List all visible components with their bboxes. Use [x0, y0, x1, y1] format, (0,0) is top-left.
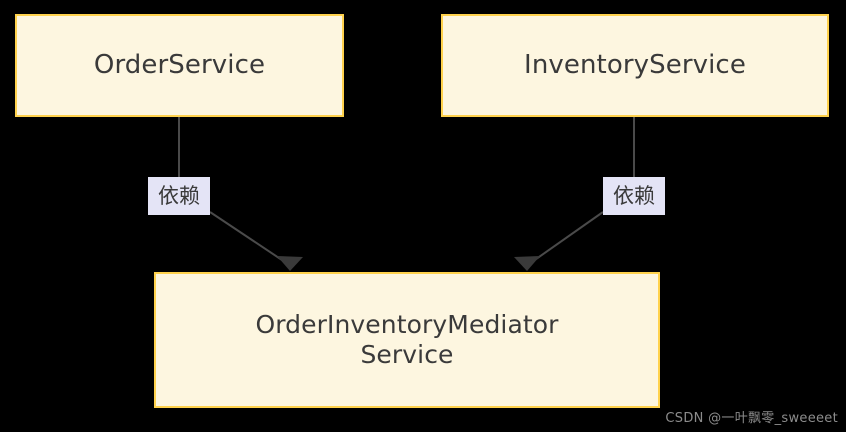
- class-node-label: InventoryService: [524, 49, 746, 80]
- class-node-label: OrderService: [93, 49, 266, 80]
- arrowhead-left: [277, 256, 303, 271]
- class-node-label: OrderInventoryMediator Service: [255, 309, 559, 370]
- edge-label-dependency-right[interactable]: 依赖: [603, 177, 665, 215]
- class-node-inventory-service[interactable]: InventoryService: [441, 14, 829, 117]
- watermark: CSDN @一叶飘零_sweeeet: [665, 411, 838, 426]
- arrowhead-right: [514, 256, 540, 271]
- edge-diagonal-right: [528, 211, 604, 265]
- edge-diagonal-left: [209, 211, 289, 265]
- class-node-order-service[interactable]: OrderService: [15, 14, 344, 117]
- edge-label-dependency-left[interactable]: 依赖: [148, 177, 210, 215]
- class-node-mediator-service[interactable]: OrderInventoryMediator Service: [154, 272, 660, 408]
